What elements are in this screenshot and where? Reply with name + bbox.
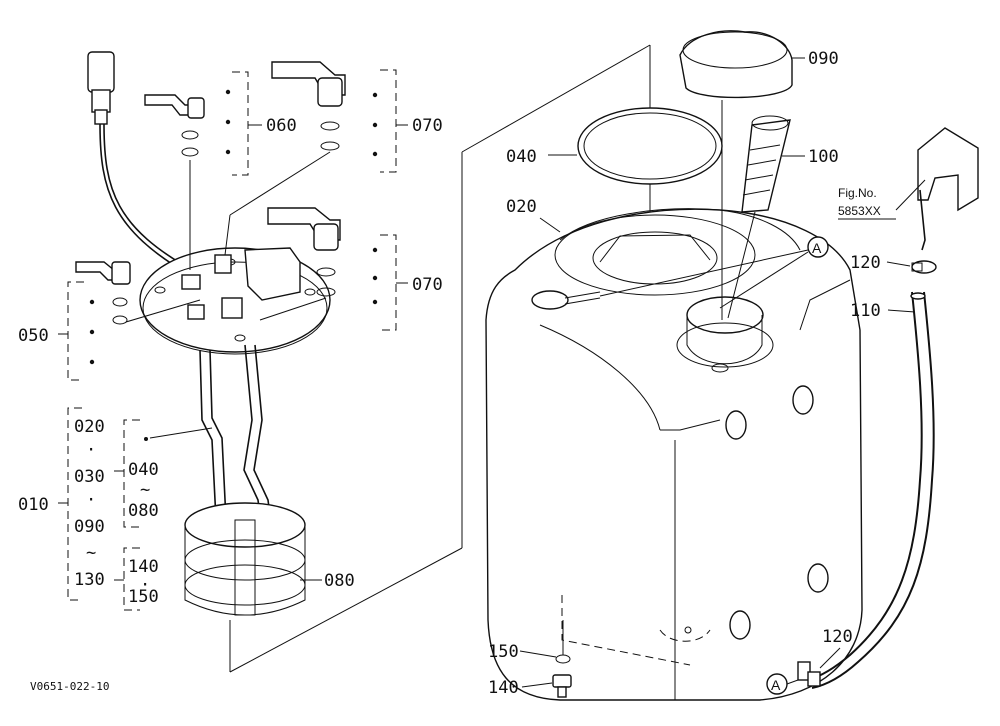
hose-110 — [807, 291, 935, 689]
hose-bracket — [895, 127, 979, 251]
sender-pipes — [199, 344, 273, 531]
bracket-010 — [58, 407, 82, 601]
label-040-list: 040 — [128, 460, 159, 480]
bracket-140-150 — [114, 547, 140, 611]
label-090-list: 090 — [74, 517, 105, 537]
callout-a-bottom: A — [771, 677, 781, 693]
label-030: 030 — [74, 467, 105, 487]
label-140-list: 140 — [128, 557, 159, 577]
wire-connector — [87, 51, 195, 276]
bracket-050 — [58, 281, 95, 381]
label-070-top: 070 — [412, 116, 443, 136]
label-150-list: 150 — [128, 587, 159, 607]
fig-ref-prefix: Fig.No. — [838, 186, 877, 200]
range-dot-3: · — [140, 575, 150, 595]
bracket-070-mid — [372, 234, 408, 331]
fig-ref-number: 5853XX — [838, 204, 881, 218]
clamp-120-top — [886, 260, 937, 274]
label-120-bot: 120 — [822, 627, 853, 647]
label-050: 050 — [18, 326, 49, 346]
label-090-cap: 090 — [808, 49, 839, 69]
label-020-list: 020 — [74, 417, 105, 437]
label-080-sender: 080 — [324, 571, 355, 591]
sender-flange — [139, 247, 331, 355]
fitting-070-top — [224, 61, 346, 256]
o-ring-040 — [548, 107, 723, 185]
label-040-ring: 040 — [506, 147, 537, 167]
callout-a-top-circle — [807, 236, 829, 258]
bracket-040-080 — [114, 419, 140, 528]
label-110: 110 — [850, 301, 881, 321]
callout-a-lines — [599, 249, 809, 309]
fitting-050 — [75, 261, 201, 325]
bolt-140 — [521, 620, 572, 698]
sender-unit-drawing — [75, 51, 346, 616]
cap-090 — [679, 30, 805, 320]
label-140-bolt: 140 — [488, 678, 519, 698]
label-020-tank: 020 — [506, 197, 537, 217]
range-dot-1: · — [86, 440, 96, 460]
label-010: 010 — [18, 495, 49, 515]
bracket-060 — [225, 71, 262, 176]
label-070-mid: 070 — [412, 275, 443, 295]
clamp-120-bot — [797, 647, 841, 687]
figure-code: V0651-022-10 — [30, 680, 109, 693]
range-tilde-1: ~ — [86, 543, 96, 563]
callout-a-top: A — [812, 240, 822, 256]
label-060: 060 — [266, 116, 297, 136]
range-tilde-2: ~ — [140, 480, 150, 500]
label-130: 130 — [74, 570, 105, 590]
sender-float — [184, 502, 306, 616]
label-080-list: 080 — [128, 501, 159, 521]
label-120-top: 120 — [850, 253, 881, 273]
fitting-070-mid — [259, 207, 341, 321]
label-150-washer: 150 — [488, 642, 519, 662]
range-dot-2: · — [86, 490, 96, 510]
fitting-060 — [144, 94, 205, 270]
bracket-070-top — [372, 69, 408, 173]
tank-drawing — [485, 208, 863, 701]
label-100: 100 — [808, 147, 839, 167]
